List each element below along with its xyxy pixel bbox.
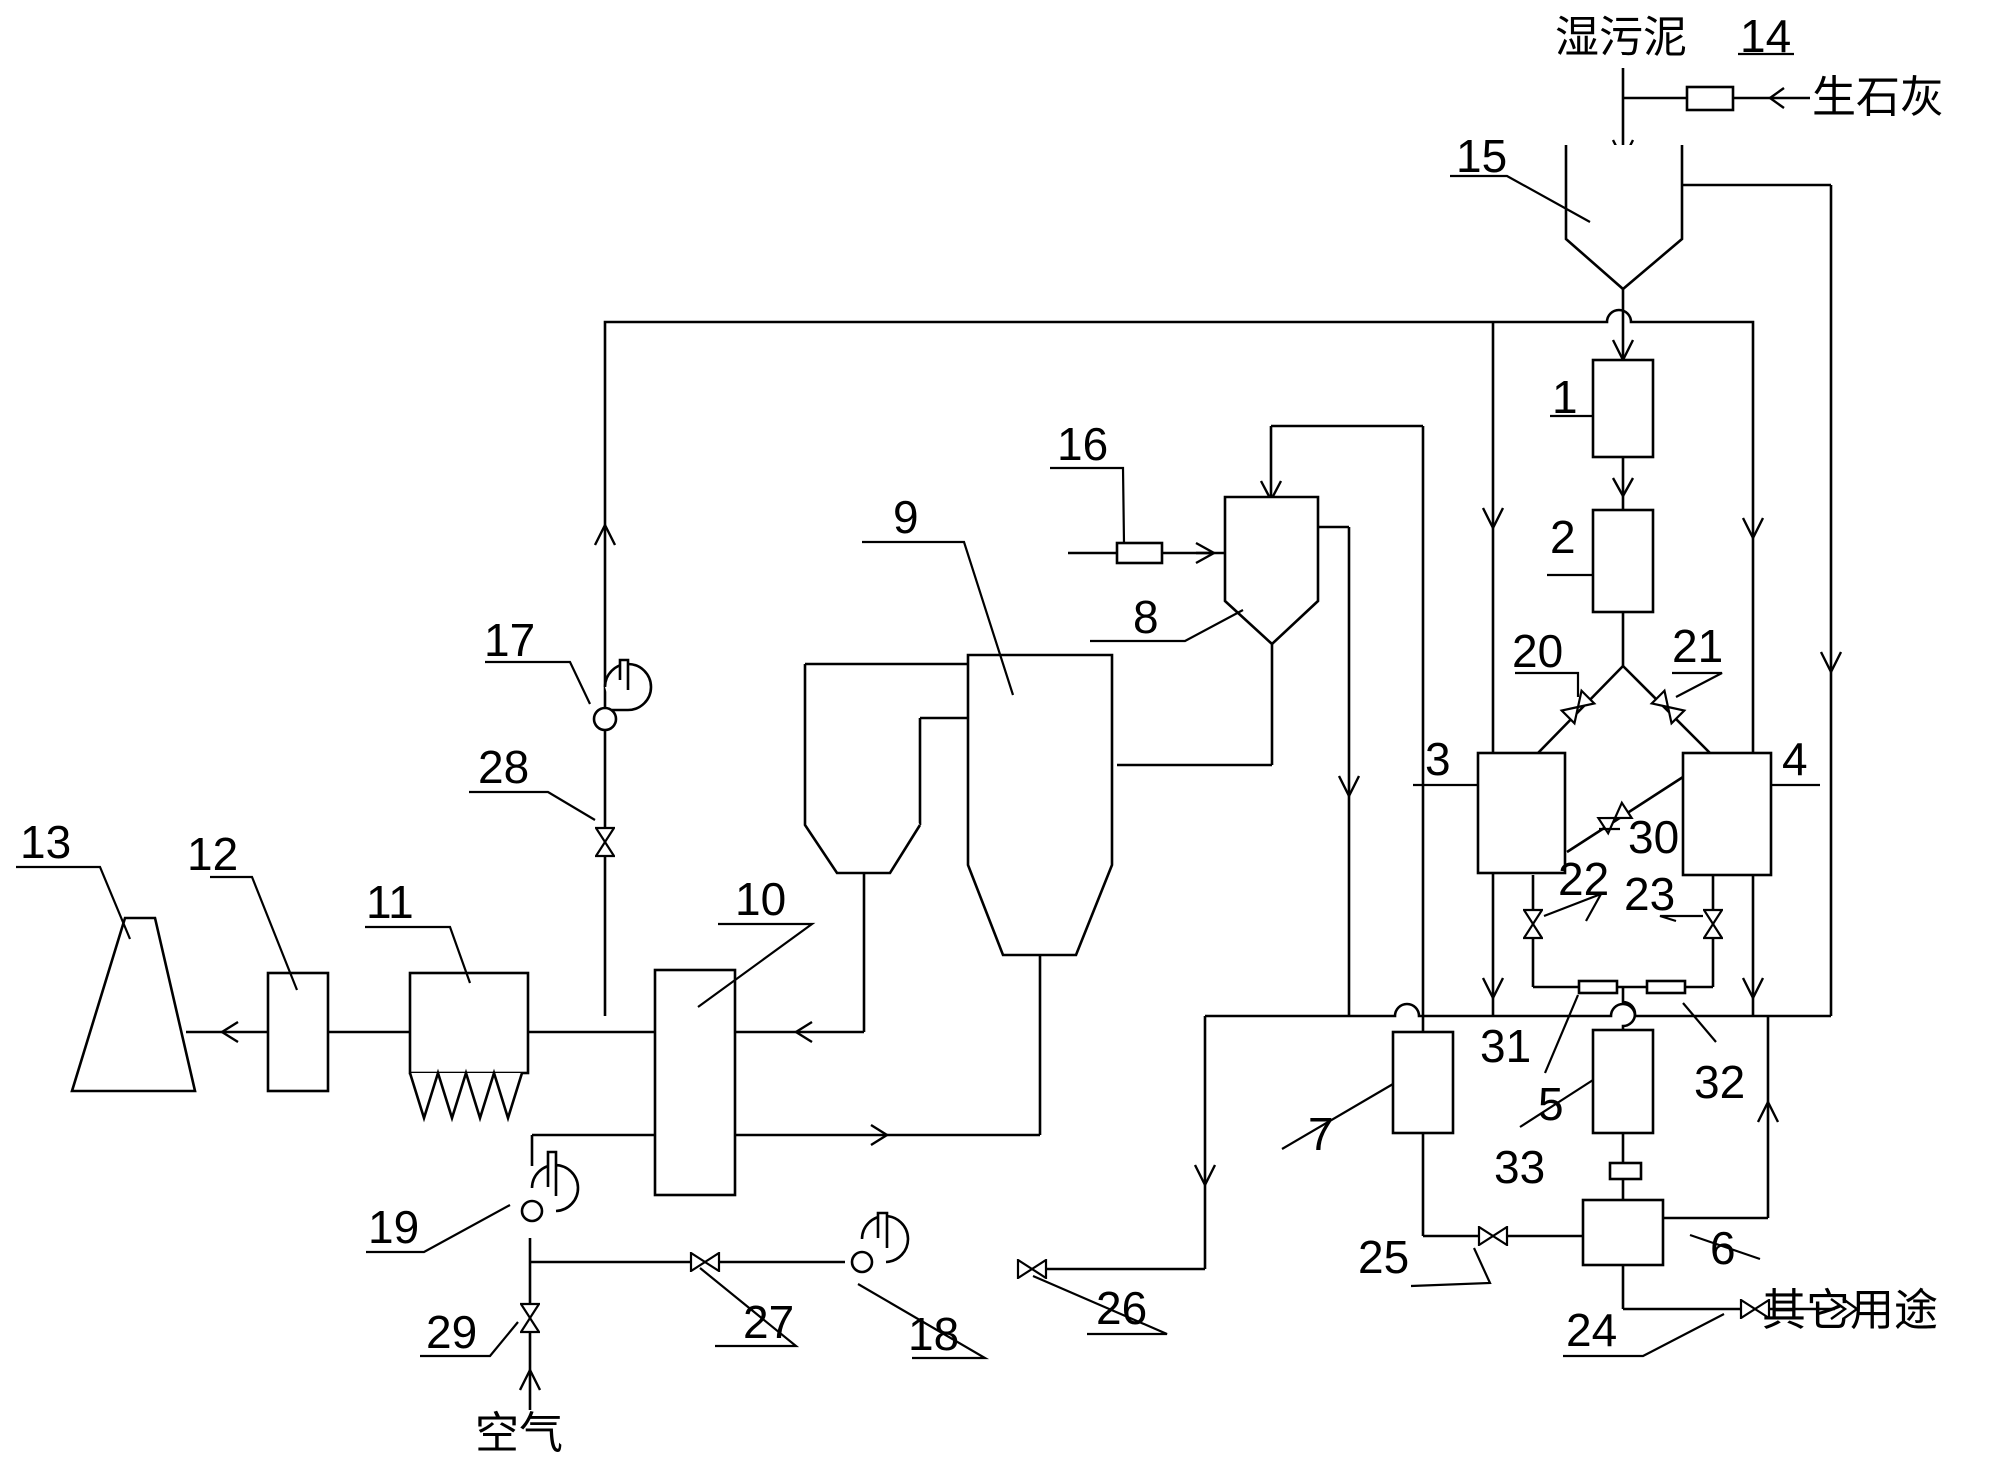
fans xyxy=(520,658,910,1274)
heat-exchanger-10 xyxy=(653,968,737,1197)
label-11: 11 xyxy=(366,876,414,928)
fan-19 xyxy=(520,1150,580,1223)
label-15: 15 xyxy=(1456,130,1507,182)
label-wet-sludge: 湿污泥 xyxy=(1555,12,1687,63)
valves xyxy=(520,688,1771,1334)
feeder-16 xyxy=(1115,541,1164,565)
unit-5 xyxy=(1591,1028,1655,1135)
baghouse-hoppers xyxy=(408,1068,524,1123)
valve-21[interactable] xyxy=(1649,688,1687,726)
label-7: 7 xyxy=(1308,1108,1334,1160)
baghouse-11 xyxy=(408,971,530,1075)
label-23: 23 xyxy=(1624,868,1675,920)
valve-27[interactable] xyxy=(689,1252,721,1272)
cyclone-left xyxy=(803,664,922,875)
text-labels: 湿污泥 生石灰 空气 其它用途 xyxy=(475,12,1944,1459)
label-31: 31 xyxy=(1480,1020,1531,1072)
label-12: 12 xyxy=(187,828,238,880)
label-25: 25 xyxy=(1358,1231,1409,1283)
label-1: 1 xyxy=(1552,371,1578,423)
vessel-9 xyxy=(966,653,1114,957)
valve-22[interactable] xyxy=(1523,908,1543,940)
unit-6 xyxy=(1581,1198,1665,1267)
fan-17 xyxy=(592,658,653,732)
label-5: 5 xyxy=(1538,1078,1564,1130)
label-24: 24 xyxy=(1566,1304,1617,1356)
label-21: 21 xyxy=(1672,620,1723,672)
label-3: 3 xyxy=(1425,733,1451,785)
label-13: 13 xyxy=(20,816,71,868)
label-10: 10 xyxy=(735,873,786,925)
label-22: 22 xyxy=(1558,853,1609,905)
label-4: 4 xyxy=(1782,733,1808,785)
sludge-hopper-15 xyxy=(1564,145,1684,291)
label-quicklime: 生石灰 xyxy=(1812,72,1944,123)
label-28: 28 xyxy=(478,741,529,793)
label-9: 9 xyxy=(893,491,919,543)
valve-20[interactable] xyxy=(1559,688,1597,726)
device-32 xyxy=(1645,979,1687,995)
unit-2 xyxy=(1591,508,1655,614)
label-19: 19 xyxy=(368,1201,419,1253)
equipment xyxy=(70,85,1773,1267)
label-8: 8 xyxy=(1133,591,1159,643)
stack-13 xyxy=(70,916,197,1093)
valve-28[interactable] xyxy=(595,826,615,858)
label-17: 17 xyxy=(484,614,535,666)
device-33 xyxy=(1608,1161,1643,1181)
label-29: 29 xyxy=(426,1306,477,1358)
label-other-uses: 其它用途 xyxy=(1762,1285,1938,1336)
label-27: 27 xyxy=(743,1296,794,1348)
label-14: 14 xyxy=(1740,10,1791,62)
reactor-4 xyxy=(1681,751,1773,877)
valve-23[interactable] xyxy=(1703,908,1723,940)
label-air: 空气 xyxy=(475,1408,563,1459)
label-20: 20 xyxy=(1512,625,1563,677)
label-2: 2 xyxy=(1550,511,1576,563)
cyclone-8 xyxy=(1223,495,1320,646)
label-18: 18 xyxy=(908,1308,959,1360)
label-16: 16 xyxy=(1057,418,1108,470)
label-30: 30 xyxy=(1628,811,1679,863)
leader-lines xyxy=(16,52,1820,1360)
label-26: 26 xyxy=(1096,1282,1147,1334)
valve-30[interactable] xyxy=(1596,800,1634,836)
unit-7 xyxy=(1391,1030,1455,1135)
valve-29[interactable] xyxy=(520,1302,540,1334)
device-31 xyxy=(1577,979,1619,995)
unit-1 xyxy=(1591,358,1655,459)
label-32: 32 xyxy=(1694,1056,1745,1108)
flow-arrows xyxy=(219,87,1860,1391)
valve-26[interactable] xyxy=(1016,1259,1048,1279)
label-6: 6 xyxy=(1710,1222,1736,1274)
lime-feeder-14 xyxy=(1685,85,1735,112)
number-labels: 14 15 1 2 3 4 20 21 22 23 30 31 32 5 33 … xyxy=(20,10,1808,1360)
reactor-3 xyxy=(1476,751,1567,875)
fan-18 xyxy=(850,1211,910,1274)
label-33: 33 xyxy=(1494,1141,1545,1193)
unit-12 xyxy=(266,971,330,1093)
valve-25[interactable] xyxy=(1477,1226,1509,1246)
